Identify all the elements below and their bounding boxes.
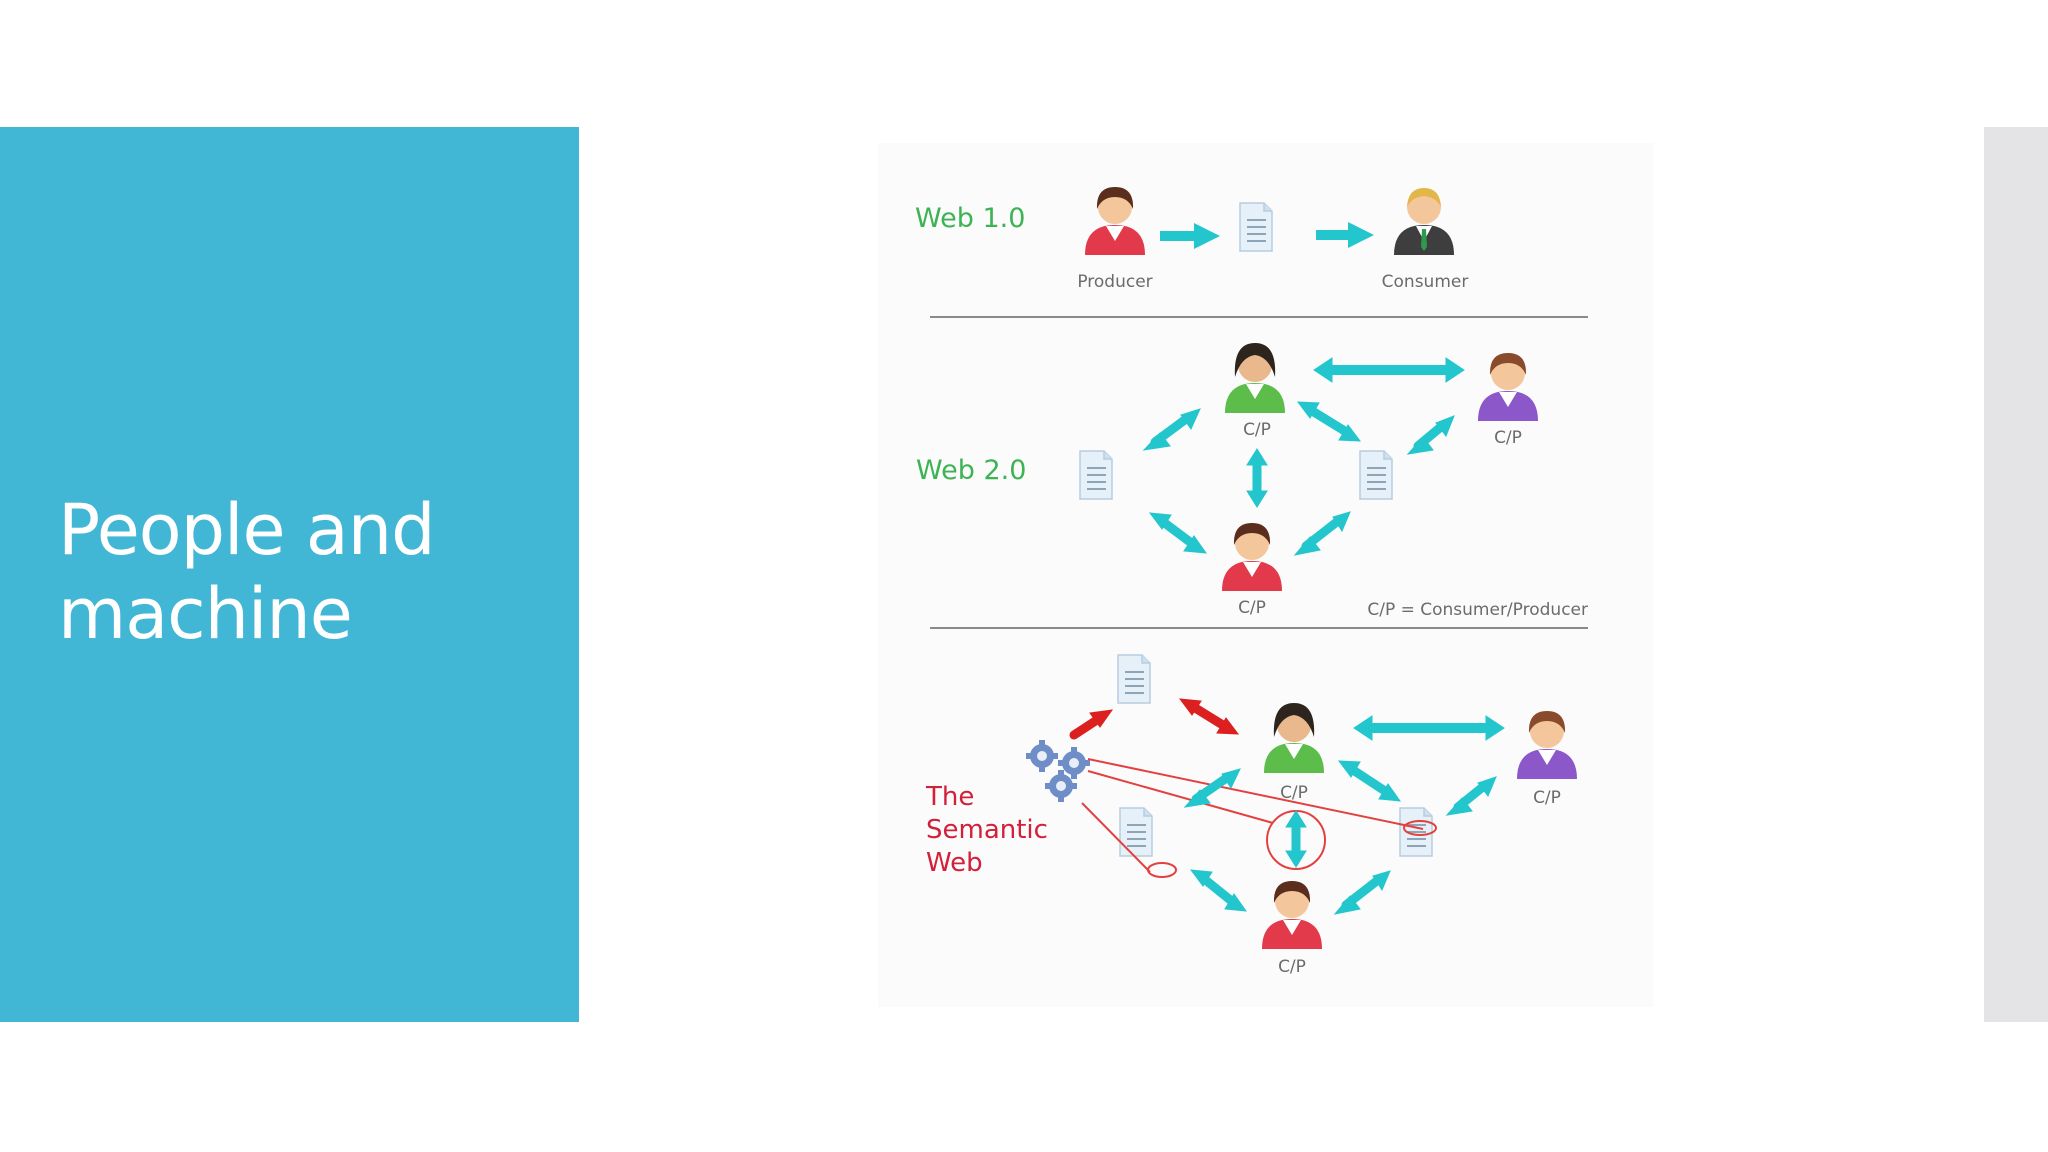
web2-right-person-icon	[1478, 353, 1538, 421]
gears-icon	[1026, 740, 1090, 802]
semantic-right-person-icon	[1517, 711, 1577, 779]
web2-bottom-person-icon	[1222, 523, 1282, 591]
svg-text:Semantic: Semantic	[926, 815, 1048, 845]
web2-arrows	[1142, 357, 1465, 556]
svg-text:Web: Web	[926, 848, 983, 878]
web1-arrow-2	[1316, 222, 1374, 248]
web1-label: Web 1.0	[915, 203, 1025, 234]
web-evolution-diagram: Web 1.0 Producer Consumer Web 2.0 C/P C/…	[878, 143, 1653, 1007]
web2-label: Web 2.0	[916, 455, 1026, 486]
semantic-top-cp-label: C/P	[1280, 783, 1308, 803]
semantic-red-arrows	[1069, 698, 1240, 740]
web2-top-person-icon	[1225, 343, 1285, 413]
web2-left-document-icon	[1079, 450, 1113, 500]
web2-bottom-cp-label: C/P	[1238, 598, 1266, 618]
diagram-canvas: Web 1.0 Producer Consumer Web 2.0 C/P C/…	[915, 187, 1588, 977]
web1-arrow-1	[1160, 223, 1220, 249]
producer-label: Producer	[1077, 272, 1152, 292]
web2-right-cp-label: C/P	[1494, 428, 1522, 448]
web2-right-document-icon	[1359, 450, 1393, 500]
semantic-arrows	[1183, 715, 1505, 915]
web1-document-icon	[1239, 202, 1273, 252]
semantic-top-document-icon	[1117, 654, 1151, 704]
semantic-right-document-icon	[1399, 807, 1433, 857]
semantic-bottom-cp-label: C/P	[1278, 957, 1306, 977]
semantic-bottom-person-icon	[1262, 881, 1322, 949]
slide-title: People and machine	[58, 489, 436, 655]
title-panel	[0, 127, 579, 1022]
svg-text:The: The	[925, 782, 974, 812]
consumer-label: Consumer	[1382, 272, 1469, 292]
semantic-left-document-icon	[1119, 807, 1153, 857]
semantic-top-person-icon	[1264, 703, 1324, 773]
web2-top-cp-label: C/P	[1243, 420, 1271, 440]
consumer-person-icon	[1394, 188, 1454, 255]
producer-person-icon	[1085, 187, 1145, 255]
web2-legend: C/P = Consumer/Producer	[1367, 600, 1588, 620]
semantic-web-label: The Semantic Web	[925, 782, 1048, 878]
right-edge-strip	[1984, 127, 2048, 1022]
semantic-right-cp-label: C/P	[1533, 788, 1561, 808]
